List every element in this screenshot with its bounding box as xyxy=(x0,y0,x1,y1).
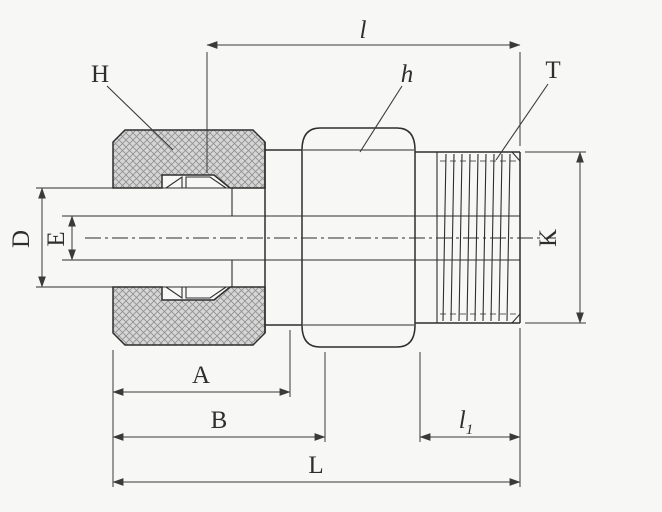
thread-line xyxy=(506,153,511,322)
dimension-D: D xyxy=(8,187,46,288)
end-chamfer-bottom xyxy=(511,313,521,324)
fitting-body xyxy=(265,127,521,348)
label-l: l xyxy=(360,17,367,44)
thread-line xyxy=(450,153,455,322)
dimension-E: E xyxy=(43,215,76,261)
dimension-l1: l1 xyxy=(419,407,521,441)
end-chamfer-top xyxy=(511,151,521,162)
leader-line xyxy=(495,83,549,161)
leader-line xyxy=(106,85,174,151)
dimension-K: K xyxy=(525,151,586,324)
thread-line xyxy=(490,153,495,322)
thread-line xyxy=(474,153,479,322)
back-ferrule-top xyxy=(164,175,183,189)
leader-H: H xyxy=(91,61,174,151)
dimension-B: B xyxy=(112,407,326,441)
label-H: H xyxy=(91,61,109,88)
leader-T: T xyxy=(495,57,561,161)
label-L: L xyxy=(308,452,323,479)
dimension-L: L xyxy=(112,452,521,486)
leader-h: h xyxy=(359,61,414,153)
back-ferrule-bottom xyxy=(164,286,183,300)
front-ferrule-top xyxy=(185,176,228,189)
thread-line xyxy=(466,153,471,322)
thread-line xyxy=(442,153,447,322)
label-T: T xyxy=(545,57,560,84)
thread-line xyxy=(482,153,487,322)
label-A: A xyxy=(192,362,210,389)
thread-crest-lines xyxy=(442,153,511,322)
label-B: B xyxy=(211,407,228,434)
label-l1: l1 xyxy=(459,407,473,438)
label-h: h xyxy=(401,61,414,88)
nut-cross-section xyxy=(112,129,266,346)
label-K: K xyxy=(535,229,562,247)
label-l1-subscript: 1 xyxy=(466,422,474,438)
dimension-l: l xyxy=(206,17,521,173)
thread-line xyxy=(498,153,503,322)
leader-line xyxy=(359,85,403,153)
dimension-A: A xyxy=(112,362,291,396)
hex-body-outline xyxy=(301,127,416,348)
label-l1-base: l xyxy=(459,407,466,434)
thread-line xyxy=(458,153,463,322)
label-D: D xyxy=(8,230,35,248)
front-ferrule-bottom xyxy=(185,286,228,299)
bottom-extension-lines xyxy=(112,328,521,487)
label-E: E xyxy=(43,231,70,246)
